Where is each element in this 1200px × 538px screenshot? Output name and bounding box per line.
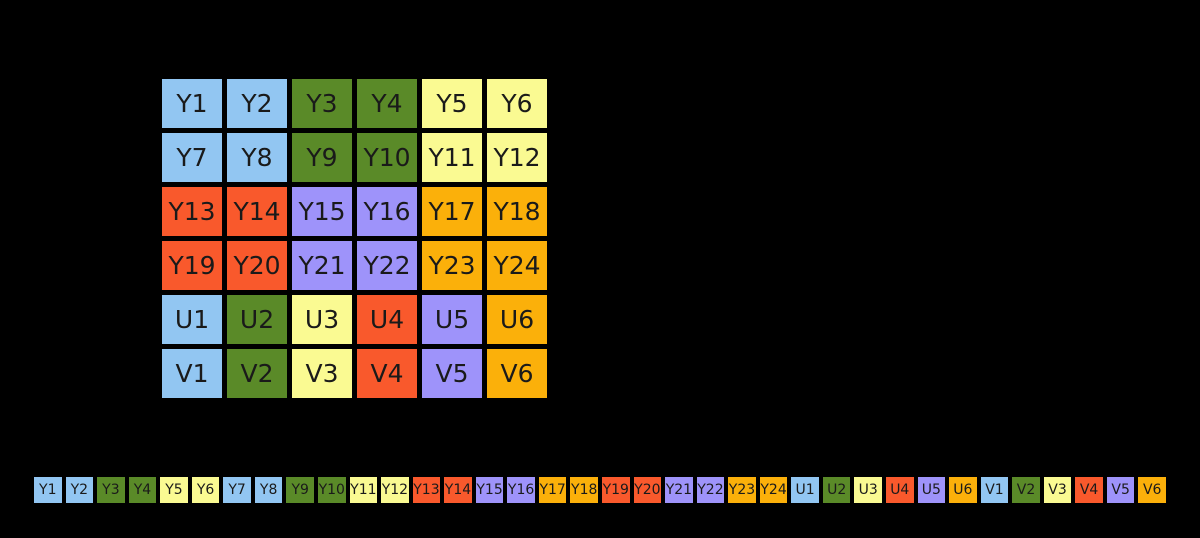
legend-cell[interactable]: Y5 xyxy=(159,476,189,504)
legend-cell[interactable]: U3 xyxy=(853,476,883,504)
block-cell[interactable]: Y16 xyxy=(356,186,418,237)
legend-cell[interactable]: Y23 xyxy=(727,476,757,504)
legend-cell[interactable]: Y20 xyxy=(632,476,663,504)
legend-cell[interactable]: Y12 xyxy=(380,476,410,504)
legend-cell[interactable]: Y11 xyxy=(348,476,379,504)
block-cell[interactable]: Y22 xyxy=(356,240,418,291)
block-cell[interactable]: Y19 xyxy=(161,240,223,291)
block-cell[interactable]: Y15 xyxy=(291,186,353,237)
legend-cell[interactable]: Y18 xyxy=(569,476,599,504)
legend-cell[interactable]: V2 xyxy=(1011,476,1041,504)
legend-cell[interactable]: Y4 xyxy=(127,476,158,504)
legend-cell[interactable]: U1 xyxy=(790,476,820,504)
legend-cell[interactable]: Y21 xyxy=(664,476,694,504)
block-cell[interactable]: Y2 xyxy=(226,78,288,129)
legend-cell[interactable]: V4 xyxy=(1074,476,1104,504)
block-cell[interactable]: V6 xyxy=(486,348,548,399)
block-cell[interactable]: Y23 xyxy=(421,240,483,291)
block-cell[interactable]: Y11 xyxy=(421,132,483,183)
legend-cell[interactable]: V5 xyxy=(1105,476,1136,504)
legend-cell[interactable]: Y10 xyxy=(316,476,347,504)
block-cell[interactable]: U5 xyxy=(421,294,483,345)
block-cell[interactable]: V2 xyxy=(226,348,288,399)
legend-cell[interactable]: Y1 xyxy=(33,476,63,504)
block-cell[interactable]: Y8 xyxy=(226,132,288,183)
block-cell[interactable]: V4 xyxy=(356,348,418,399)
block-cell[interactable]: U4 xyxy=(356,294,418,345)
block-cell[interactable]: Y21 xyxy=(291,240,353,291)
block-cell[interactable]: Y14 xyxy=(226,186,288,237)
legend-cell[interactable]: Y15 xyxy=(474,476,505,504)
block-cell[interactable]: Y4 xyxy=(356,78,418,129)
legend-cell[interactable]: Y13 xyxy=(411,476,442,504)
legend-cell[interactable]: V1 xyxy=(979,476,1010,504)
block-cell[interactable]: V1 xyxy=(161,348,223,399)
block-cell[interactable]: Y10 xyxy=(356,132,418,183)
legend-cell[interactable]: Y22 xyxy=(695,476,726,504)
block-cell[interactable]: Y24 xyxy=(486,240,548,291)
legend-cell[interactable]: U5 xyxy=(916,476,947,504)
legend-cell[interactable]: Y14 xyxy=(443,476,473,504)
legend-cell[interactable]: Y16 xyxy=(506,476,536,504)
legend-cell[interactable]: Y7 xyxy=(222,476,252,504)
legend-cell[interactable]: V6 xyxy=(1137,476,1167,504)
block-cell[interactable]: U1 xyxy=(161,294,223,345)
block-cell[interactable]: Y6 xyxy=(486,78,548,129)
legend-cell[interactable]: Y3 xyxy=(96,476,126,504)
block-cell[interactable]: Y7 xyxy=(161,132,223,183)
block-cell[interactable]: Y1 xyxy=(161,78,223,129)
legend-cell[interactable]: U2 xyxy=(821,476,852,504)
legend-cell[interactable]: Y6 xyxy=(190,476,221,504)
legend-cell[interactable]: U6 xyxy=(948,476,978,504)
legend-cell[interactable]: Y19 xyxy=(600,476,631,504)
block-cell[interactable]: Y12 xyxy=(486,132,548,183)
block-cell[interactable]: V3 xyxy=(291,348,353,399)
block-cell[interactable]: Y5 xyxy=(421,78,483,129)
block-cell[interactable]: U6 xyxy=(486,294,548,345)
legend-cell[interactable]: U4 xyxy=(884,476,915,504)
block-cell[interactable]: Y18 xyxy=(486,186,548,237)
block-cell[interactable]: Y13 xyxy=(161,186,223,237)
block-cell[interactable]: U3 xyxy=(291,294,353,345)
block-cell[interactable]: Y9 xyxy=(291,132,353,183)
block-cell[interactable]: Y3 xyxy=(291,78,353,129)
legend-cell[interactable]: Y2 xyxy=(64,476,95,504)
legend-cell[interactable]: Y17 xyxy=(537,476,568,504)
legend-cell[interactable]: Y9 xyxy=(285,476,315,504)
block-cell[interactable]: Y20 xyxy=(226,240,288,291)
legend-cell[interactable]: Y24 xyxy=(758,476,789,504)
block-cell[interactable]: V5 xyxy=(421,348,483,399)
legend-cell[interactable]: Y8 xyxy=(253,476,284,504)
block-cell[interactable]: U2 xyxy=(226,294,288,345)
legend-cell[interactable]: V3 xyxy=(1042,476,1073,504)
block-cell[interactable]: Y17 xyxy=(421,186,483,237)
